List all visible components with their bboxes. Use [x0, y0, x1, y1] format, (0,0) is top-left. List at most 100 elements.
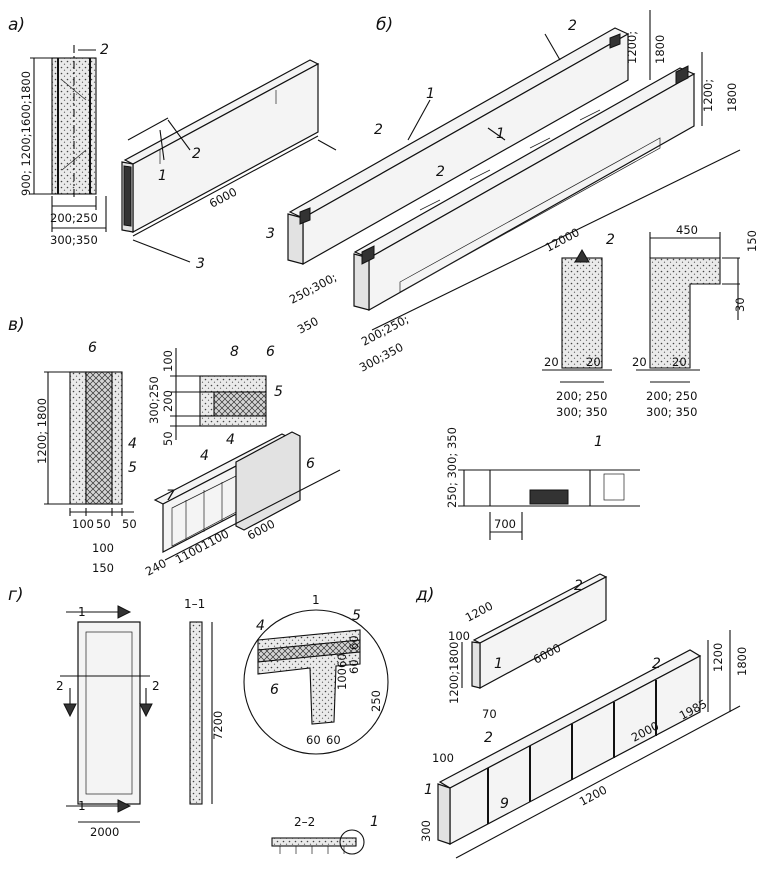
b-length-dim-line	[371, 149, 741, 331]
g-cut2-right: 2	[152, 679, 160, 693]
callout-2-d1: 2	[574, 578, 583, 594]
length-dim-lines	[132, 135, 337, 263]
b-sec2a: 200; 250	[646, 389, 697, 403]
callout-4-v: 4	[128, 436, 137, 452]
callout-4-v2: 4	[226, 432, 235, 448]
g-60c: 60	[335, 653, 349, 668]
callout-2-b4: 2	[606, 232, 615, 248]
callout-4-v3: 4	[200, 448, 209, 464]
g-1-1: 1–1	[184, 597, 205, 611]
callout-1-b2: 1	[496, 126, 505, 142]
section-d: д) 2 1 1200 100 6000 1200;1800 70 2 2 9 …	[415, 573, 749, 859]
v-100: 100	[72, 517, 94, 531]
d-1800r: 1800	[735, 647, 749, 676]
d-300: 300	[419, 820, 433, 842]
callout-5-g: 5	[352, 608, 361, 624]
v-sec-100: 100	[161, 350, 175, 372]
b-plan-outline	[489, 469, 640, 507]
panel-slots	[419, 109, 601, 211]
callout-4-g: 4	[256, 618, 265, 634]
v-layer-inner	[111, 371, 123, 505]
callout-2-b3: 2	[436, 164, 445, 180]
d-ribs	[487, 680, 657, 824]
v-sec-200: 200	[161, 390, 175, 412]
g-detail-circle	[243, 609, 389, 755]
callout-2-d3: 2	[652, 656, 661, 672]
callout-8-v: 8	[230, 344, 239, 360]
b-700: 700	[494, 517, 516, 531]
d-100: 100	[448, 629, 470, 643]
g-cut-lines	[60, 611, 150, 807]
callout-1-b3: 1	[594, 434, 603, 450]
section-label-d: д)	[415, 585, 434, 605]
b-plan-insert	[529, 489, 569, 505]
callout-1-g: 1	[370, 814, 379, 830]
v-50a: 50	[96, 517, 111, 531]
v-width-line	[69, 508, 134, 516]
v-insulation	[85, 371, 113, 505]
section-b: б) 1 1 2 2 2 3 1200; 1800 1200; 1800 120…	[266, 10, 759, 540]
callout-1-b1: 1	[426, 86, 435, 102]
v-length-line	[164, 469, 341, 561]
section-label-a: а)	[8, 15, 25, 35]
g-callout-circle	[339, 829, 365, 855]
section-a: а) 900; 1200;1600;1800 200;250 300;350 2…	[8, 15, 337, 272]
v-240: 240	[143, 556, 169, 579]
b-height-dim-lines	[649, 10, 703, 126]
callout-2-a: 2	[192, 146, 201, 162]
d-1200b: 1200	[577, 783, 609, 809]
b-width1a: 250;300;	[287, 270, 339, 307]
callout-6-v3: 6	[306, 456, 315, 472]
b-sec1a: 200; 250	[556, 389, 607, 403]
callout-2-b1: 2	[568, 18, 577, 34]
d-upper-end	[471, 641, 481, 689]
callout-1-d2: 1	[424, 782, 433, 798]
g-frame-inner	[85, 631, 133, 795]
g-detail-label: 1	[312, 593, 320, 607]
b-section-width-lines	[542, 369, 700, 383]
section-label-v: в)	[8, 315, 25, 335]
b-20d: 20	[672, 355, 687, 369]
g-cut1-bottom: 1	[78, 799, 86, 813]
b-height1: 1200;	[625, 31, 639, 64]
d-length-line	[455, 705, 741, 859]
callout-6-v2: 6	[266, 344, 275, 360]
leader-lines-a	[127, 117, 191, 161]
callout-6-v: 6	[88, 340, 97, 356]
callout-1-a: 1	[158, 168, 167, 184]
height-dim-line	[30, 57, 52, 195]
g-section-ribs	[279, 846, 345, 854]
v-50b: 50	[122, 517, 137, 531]
width-outer-dim: 300;350	[50, 233, 98, 247]
g-section-1-1	[189, 621, 203, 805]
d-100b: 100	[432, 751, 454, 765]
lower-panel-opening	[399, 137, 661, 293]
v-100b: 100	[92, 541, 114, 555]
b-length: 12000	[543, 225, 582, 255]
reinforcement	[61, 79, 87, 171]
width-inner-dim: 200;250	[50, 211, 98, 225]
b-sec2b: 300; 350	[646, 405, 697, 419]
lifting-loops	[159, 90, 277, 164]
v-height-line	[44, 371, 70, 505]
d-height-lines-r	[707, 630, 731, 712]
section-label-b: б)	[376, 15, 393, 35]
v-sec-50: 50	[161, 431, 175, 446]
g-detail-rib	[257, 651, 361, 725]
callout-2-d2: 2	[484, 730, 493, 746]
height-dim: 900; 1200;1600;1800	[19, 71, 33, 196]
v-150: 150	[92, 561, 114, 575]
callout-1-d1: 1	[494, 656, 503, 672]
section-v: в) 1200; 1800 6 4 5 100 50 50 100 150 10…	[8, 315, 341, 579]
g-cut-arrows	[63, 605, 153, 813]
b-height2: 1200;	[701, 79, 715, 112]
d-lower-end	[437, 783, 451, 845]
callout-7-v: 7	[166, 488, 175, 504]
section-label-g: г)	[8, 585, 24, 605]
g-60b: 60	[347, 659, 361, 674]
v-sec-top	[199, 375, 267, 393]
b-height2b: 1800	[725, 83, 739, 112]
v-sec-rib	[199, 391, 215, 417]
g-cut1-top: 1	[78, 605, 86, 619]
